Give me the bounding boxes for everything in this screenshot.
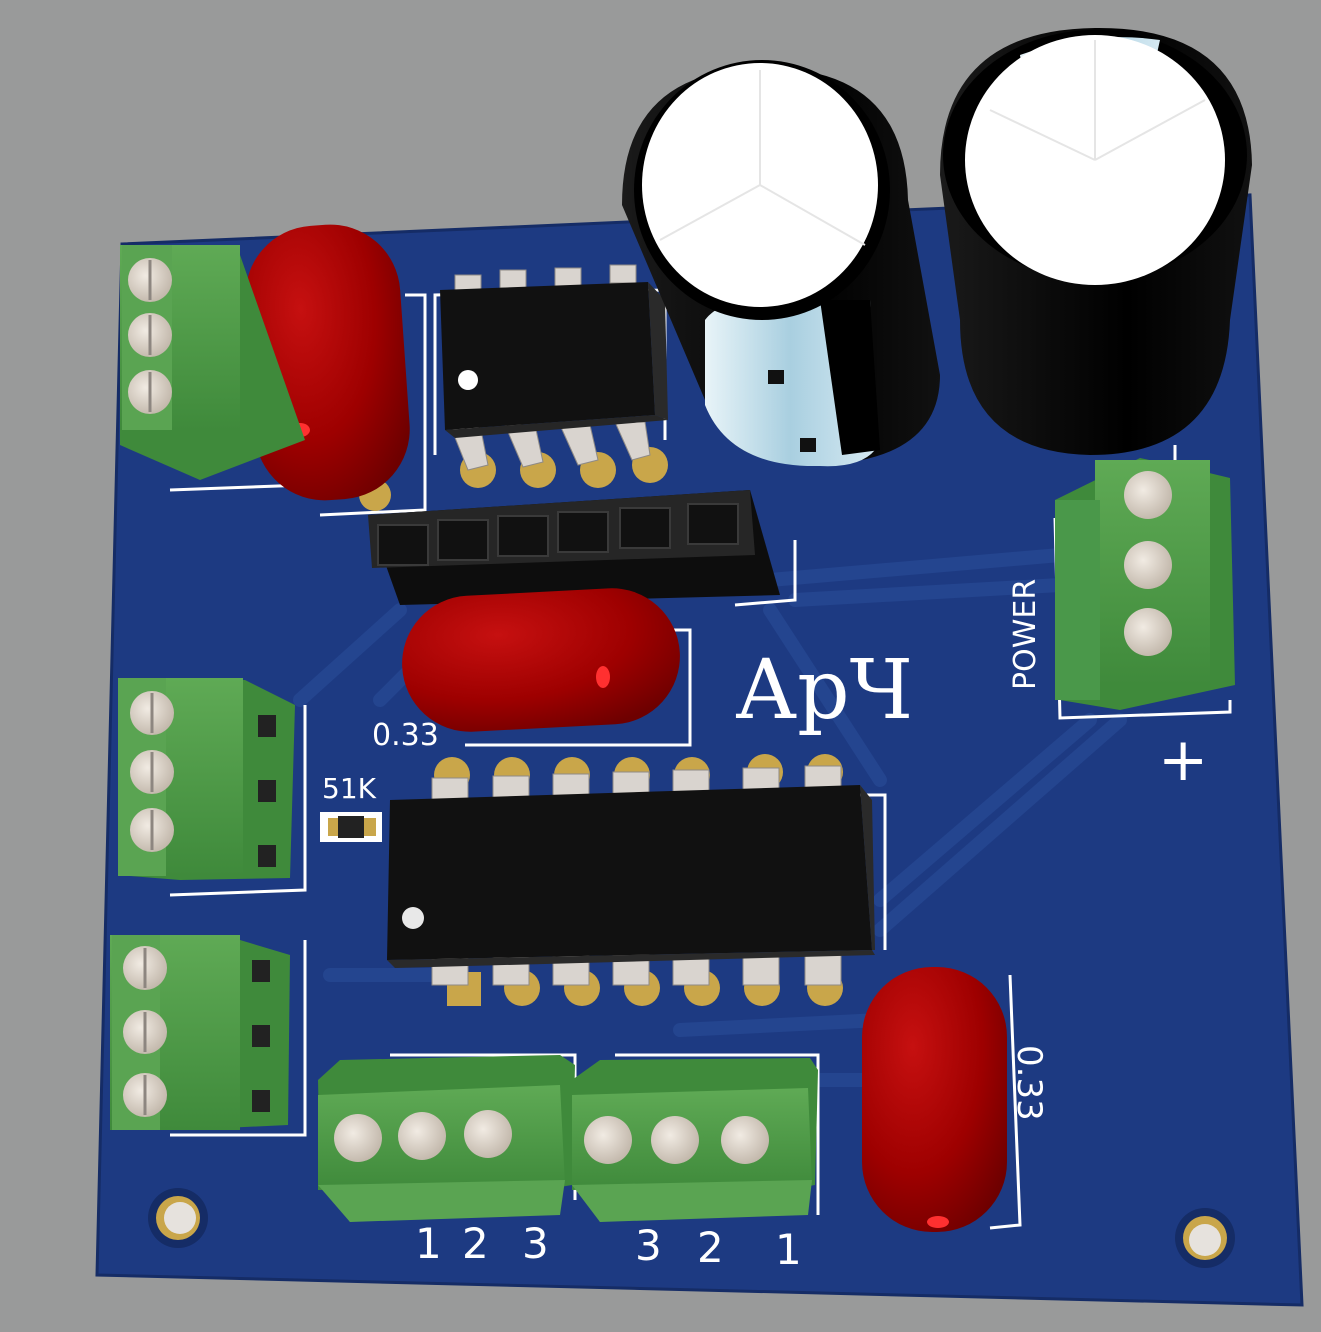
film-capacitor-bottom-right	[862, 967, 1007, 1232]
small-ic-chip	[440, 264, 668, 471]
copper-traces	[293, 548, 1127, 1087]
electrolytic-capacitor-left	[622, 60, 940, 467]
terminal-block-bottom-1	[318, 1055, 575, 1222]
film-capacitor-center	[402, 588, 680, 732]
terminal-pin-label: 1	[775, 1225, 802, 1274]
pin-header	[368, 490, 780, 605]
terminal-pin-label: 2	[697, 1223, 724, 1272]
terminal-pin-label: 2	[462, 1219, 489, 1268]
plus-label: +	[1158, 725, 1208, 795]
mounting-hole-right	[1175, 1208, 1235, 1268]
cap-value-label-top: 0.33	[372, 718, 439, 753]
terminal-pin-label: 3	[522, 1219, 549, 1268]
pin1-dot	[402, 907, 424, 929]
terminal-block-top-left	[120, 245, 305, 480]
terminal-block-mid-left	[118, 678, 295, 880]
terminal-block-bottom-left	[110, 935, 290, 1130]
cap-value-label-right: 0.33	[1009, 1045, 1049, 1121]
pin1-dot	[458, 370, 478, 390]
terminal-pin-label: 1	[415, 1219, 442, 1268]
mounting-hole-left	[148, 1188, 208, 1248]
large-ic-chip	[387, 765, 875, 986]
terminal-pin-label: 3	[635, 1221, 662, 1270]
resistor-51k	[320, 812, 382, 842]
electrolytic-capacitor-right	[940, 27, 1252, 456]
logo-label: АрЧ	[735, 643, 913, 738]
power-label: POWER	[1008, 579, 1043, 690]
terminal-block-power	[1055, 458, 1235, 710]
terminal-block-bottom-2	[572, 1058, 818, 1222]
resistor-value-label: 51K	[322, 772, 377, 805]
